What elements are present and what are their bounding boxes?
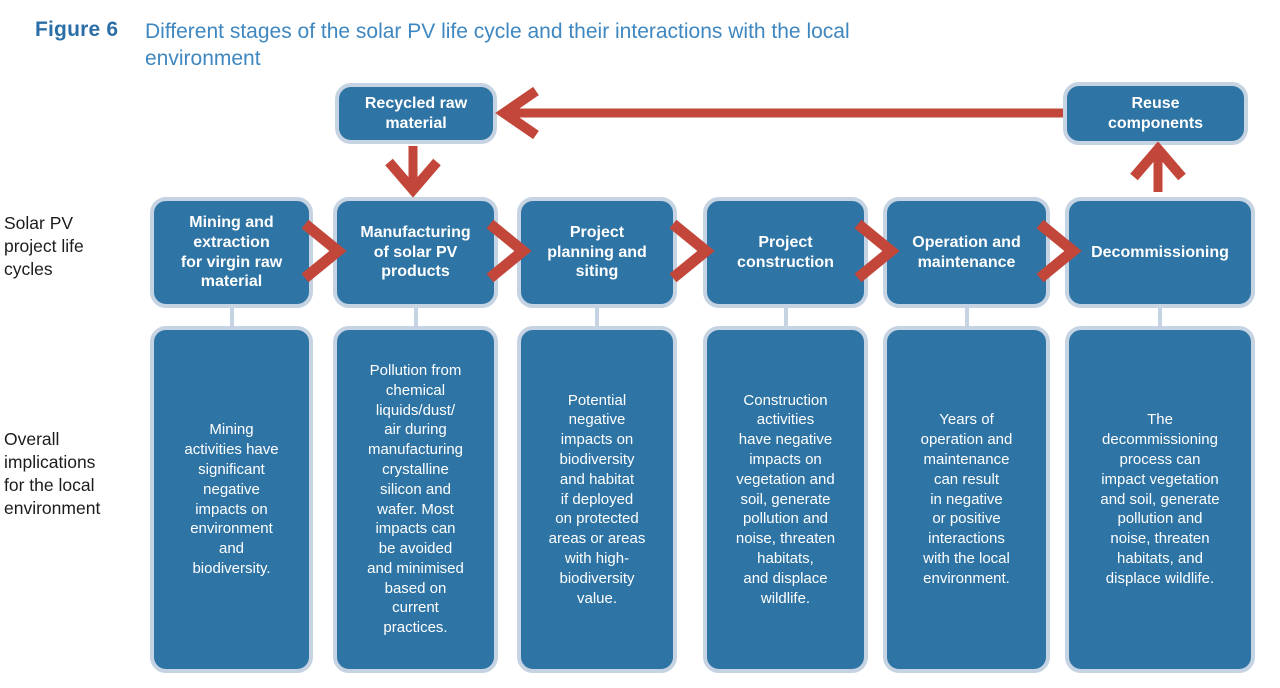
implication-box: Years of operation and maintenance can r… <box>883 326 1050 673</box>
reuse-components-box: Reuse components <box>1063 82 1248 145</box>
column-decommissioning: Decommissioning The decommissioning proc… <box>1065 197 1255 673</box>
column-construction: Project construction Construction activi… <box>703 197 868 673</box>
stage-box: Manufacturing of solar PV products <box>333 197 498 308</box>
column-mining: Mining and extraction for virgin raw mat… <box>150 197 313 673</box>
connector-line <box>1158 308 1162 326</box>
connector-line <box>229 308 234 326</box>
arrow-decommissioning-to-reuse-icon <box>1130 141 1186 192</box>
recycled-raw-material-box: Recycled raw material <box>335 83 497 144</box>
figure-label: Figure 6 <box>35 18 119 41</box>
stage-box: Decommissioning <box>1065 197 1255 308</box>
stage-box: Operation and maintenance <box>883 197 1050 308</box>
arrow-reuse-to-recycled-icon <box>495 86 1063 140</box>
side-label-implications: Overall implications for the local envir… <box>4 429 101 519</box>
implication-box: The decommissioning process can impact v… <box>1065 326 1255 673</box>
column-planning: Project planning and siting Potential ne… <box>517 197 677 673</box>
column-manufacturing: Manufacturing of solar PV products Pollu… <box>333 197 498 673</box>
implication-box: Potential negative impacts on biodiversi… <box>517 326 677 673</box>
column-operation: Operation and maintenance Years of opera… <box>883 197 1050 673</box>
connector-line <box>413 308 418 326</box>
connector-line <box>595 308 599 326</box>
implication-box: Pollution from chemical liquids/dust/ ai… <box>333 326 498 673</box>
arrow-recycled-to-manufacturing-icon <box>385 146 441 198</box>
side-label-lifecycle: Solar PV project life cycles <box>4 213 84 280</box>
stage-box: Mining and extraction for virgin raw mat… <box>150 197 313 308</box>
stage-box: Project planning and siting <box>517 197 677 308</box>
implication-box: Mining activities have significant negat… <box>150 326 313 673</box>
figure-title: Different stages of the solar PV life cy… <box>145 20 850 71</box>
connector-line <box>964 308 969 326</box>
implication-box: Construction activities have negative im… <box>703 326 868 673</box>
flow-chevron-icon <box>669 219 715 283</box>
connector-line <box>783 308 788 326</box>
stage-box: Project construction <box>703 197 868 308</box>
